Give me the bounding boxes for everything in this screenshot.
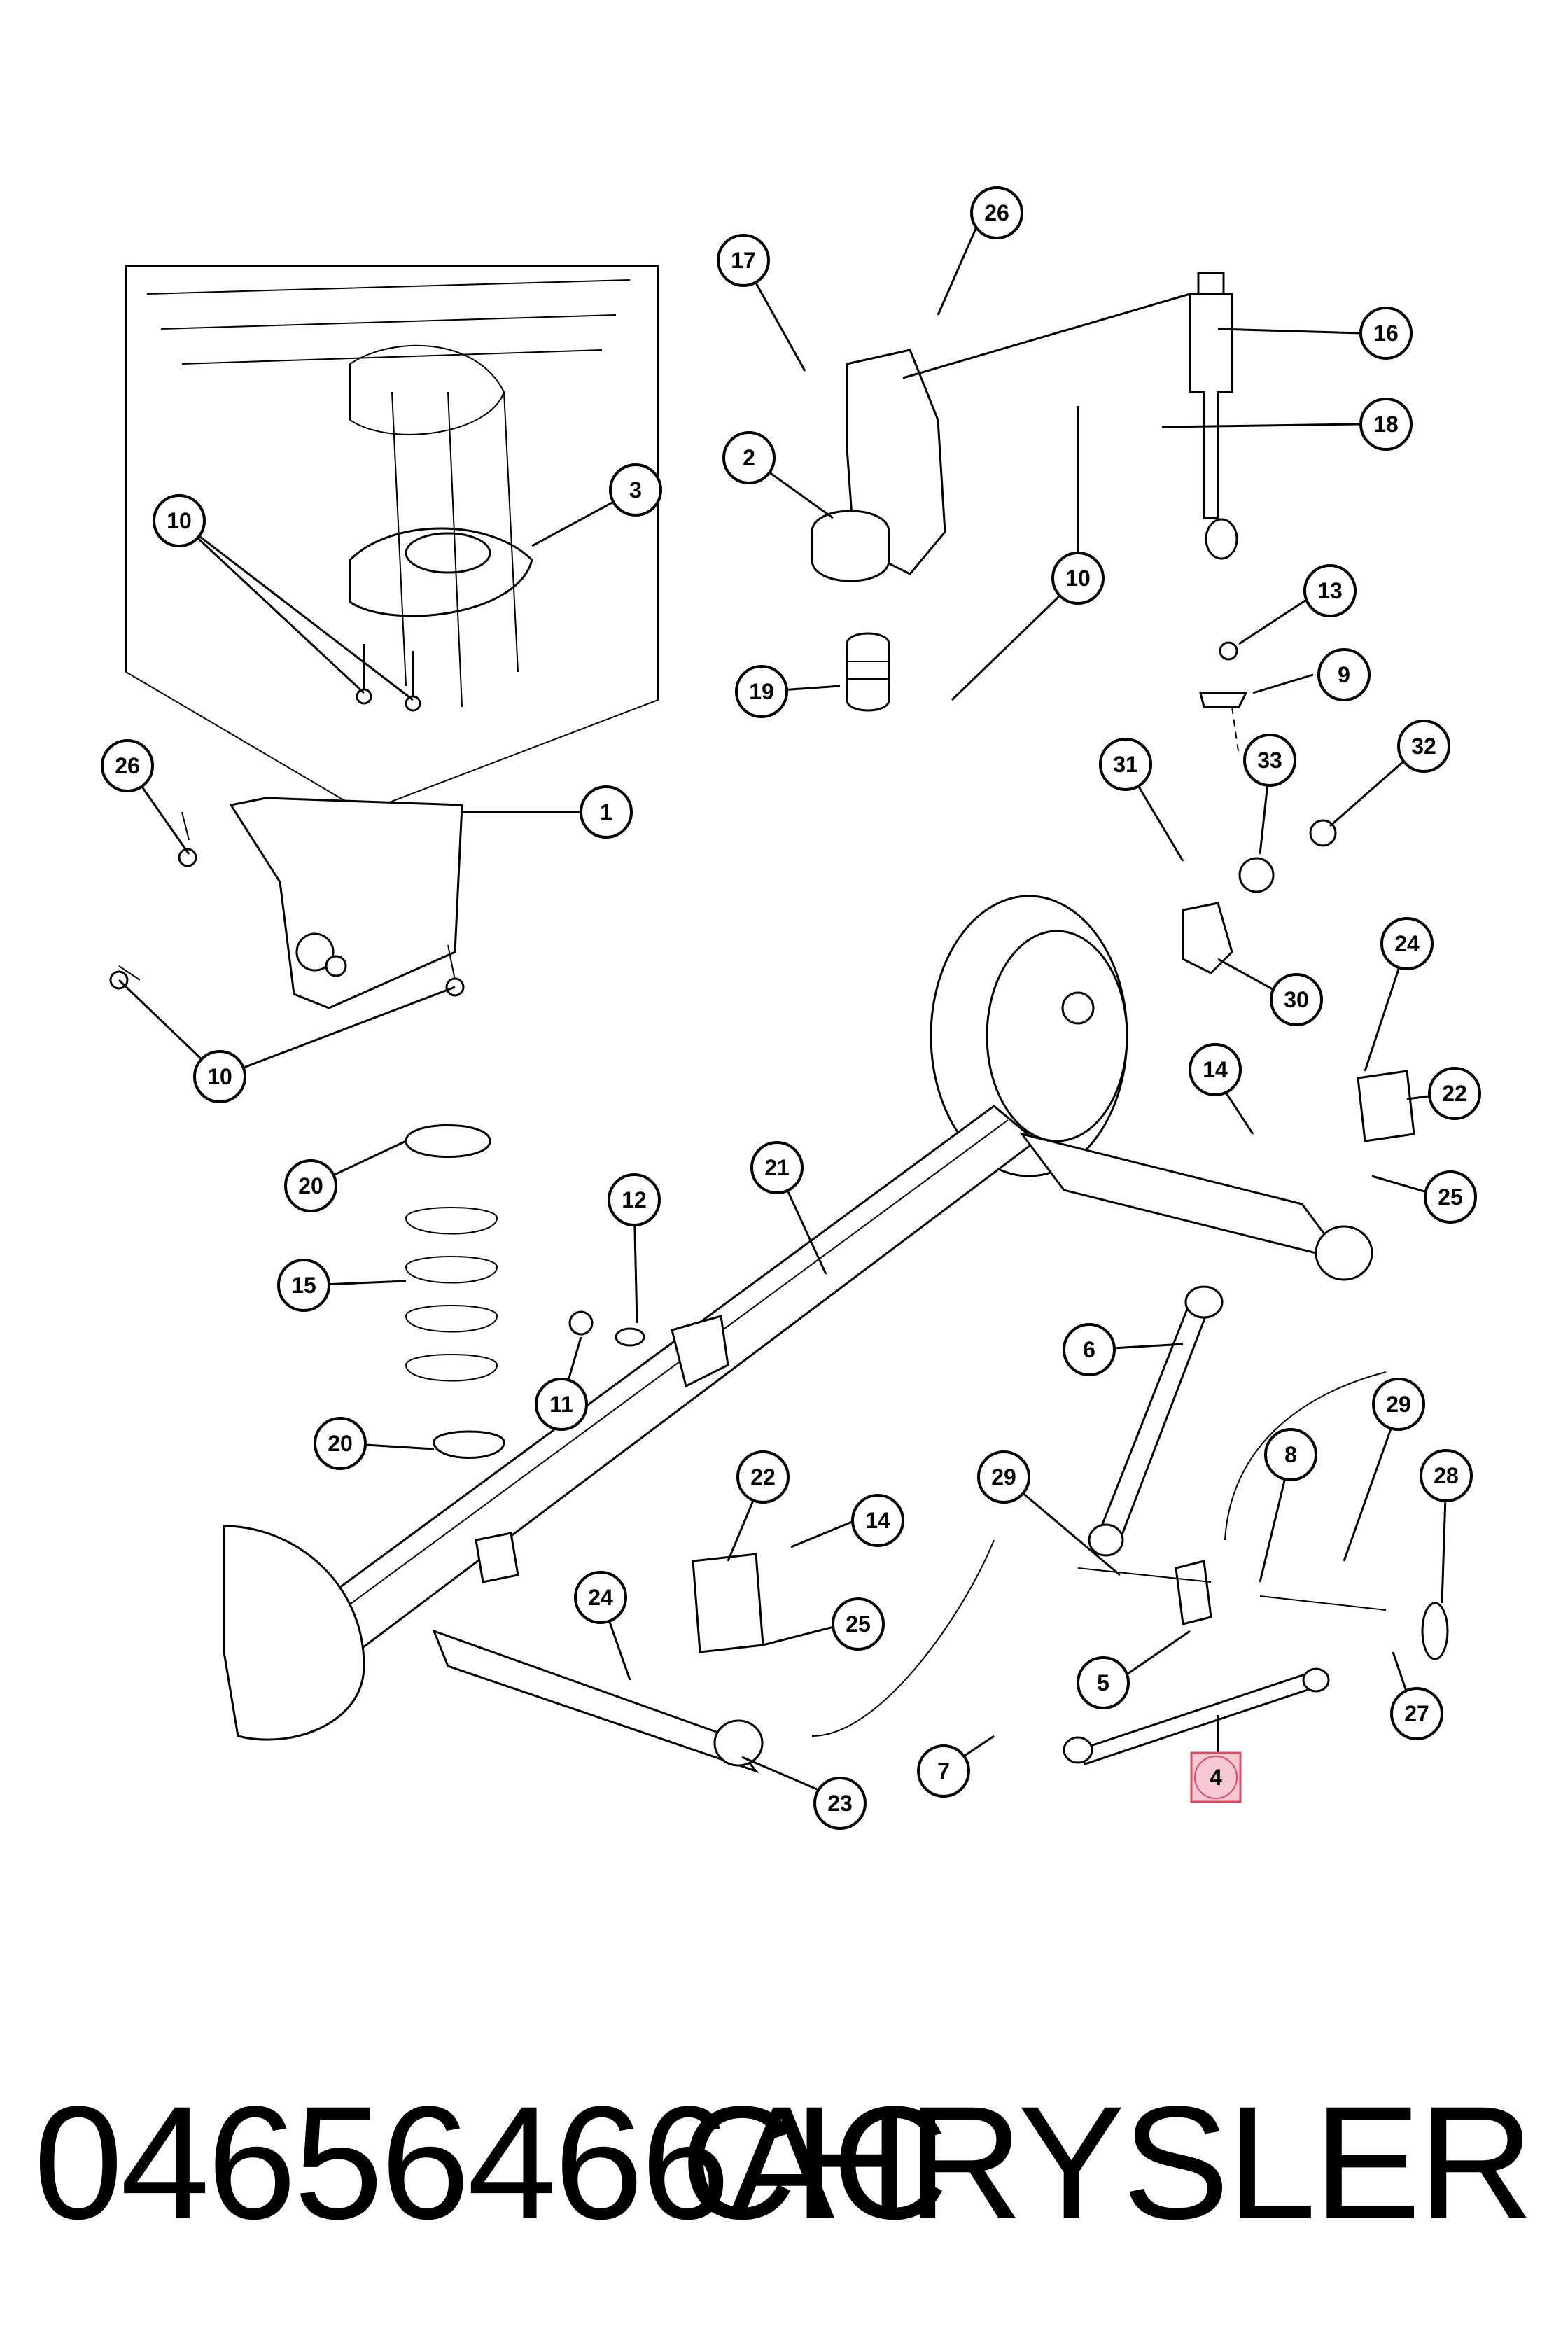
callout-29[interactable]: 29 [1372,1378,1425,1431]
svg-text:5: 5 [1097,1670,1110,1695]
svg-text:20: 20 [298,1173,323,1198]
svg-text:26: 26 [984,200,1009,225]
svg-text:24: 24 [1394,931,1420,956]
callout-2[interactable]: 2 [722,431,776,484]
svg-text:28: 28 [1434,1463,1459,1488]
callout-12[interactable]: 12 [608,1173,661,1226]
svg-text:20: 20 [328,1431,353,1456]
svg-text:4: 4 [1210,1765,1222,1790]
callout-13[interactable]: 13 [1303,564,1357,617]
svg-text:17: 17 [731,248,756,273]
callout-25[interactable]: 25 [832,1597,885,1651]
callout-26[interactable]: 26 [970,186,1023,239]
callout-24[interactable]: 24 [1380,917,1434,970]
callout-29[interactable]: 29 [977,1450,1030,1504]
callout-32[interactable]: 32 [1397,720,1450,773]
callout-31[interactable]: 31 [1099,738,1152,791]
svg-text:30: 30 [1284,987,1309,1012]
callout-24[interactable]: 24 [574,1571,627,1624]
callout-9[interactable]: 9 [1317,648,1371,701]
svg-text:10: 10 [167,508,192,533]
callout-23[interactable]: 23 [813,1777,867,1830]
coil-spring [405,1124,645,1459]
svg-text:32: 32 [1411,734,1436,759]
lateral-links [692,1070,1449,1765]
svg-text:31: 31 [1113,752,1138,777]
svg-text:7: 7 [937,1758,950,1784]
svg-text:13: 13 [1317,578,1343,603]
spindle-hub-parts [930,819,1337,1177]
callout-19[interactable]: 19 [735,665,788,718]
svg-text:24: 24 [588,1585,613,1610]
svg-text:23: 23 [827,1791,853,1816]
svg-text:29: 29 [991,1464,1016,1490]
callout-21[interactable]: 21 [750,1141,804,1194]
callout-22[interactable]: 22 [1428,1067,1481,1120]
svg-text:19: 19 [749,679,774,704]
body-floor-pan [125,265,659,1009]
callout-16[interactable]: 16 [1359,307,1413,360]
callout-26[interactable]: 26 [101,739,154,792]
svg-text:18: 18 [1373,412,1399,437]
svg-text:26: 26 [115,753,140,778]
svg-text:14: 14 [865,1508,890,1533]
svg-text:29: 29 [1386,1392,1411,1417]
svg-text:10: 10 [1065,566,1091,591]
brand-name: CHRYSLER [680,2073,1534,2253]
part-footer: 04656466AC CHRYSLER [0,2072,1568,2254]
svg-text:9: 9 [1338,662,1350,687]
svg-text:12: 12 [622,1187,647,1212]
svg-text:15: 15 [291,1273,316,1298]
callout-17[interactable]: 17 [717,234,770,287]
callout-4-highlighted[interactable]: 4 [1190,1751,1242,1803]
callout-3[interactable]: 3 [609,463,662,517]
svg-text:27: 27 [1404,1701,1429,1726]
svg-text:14: 14 [1203,1057,1228,1082]
svg-text:8: 8 [1284,1442,1297,1467]
part-number: 04656466AC [34,2073,948,2253]
callout-14[interactable]: 14 [851,1494,904,1547]
svg-text:6: 6 [1083,1337,1096,1362]
svg-text:21: 21 [764,1155,790,1180]
rear-suspension-exploded-diagram: 26 17 16 18 2 10 19 13 9 10 3 26 1 10 31… [101,186,1481,1830]
leader-lines [118,212,1451,1800]
callout-15[interactable]: 15 [277,1259,330,1312]
callout-5[interactable]: 5 [1077,1656,1130,1709]
callout-10[interactable]: 10 [193,1050,246,1103]
callout-20[interactable]: 20 [284,1159,337,1212]
svg-text:1: 1 [600,799,612,825]
svg-text:22: 22 [1442,1081,1467,1106]
svg-text:3: 3 [629,477,642,503]
svg-text:22: 22 [750,1464,776,1490]
svg-text:25: 25 [846,1611,871,1637]
callout-11[interactable]: 11 [535,1378,588,1431]
svg-text:11: 11 [550,1392,573,1417]
callout-33[interactable]: 33 [1243,734,1296,787]
callout-1[interactable]: 1 [580,785,633,839]
svg-text:16: 16 [1373,321,1399,346]
callout-18[interactable]: 18 [1359,398,1413,451]
svg-text:10: 10 [207,1064,232,1089]
callout-25[interactable]: 25 [1424,1170,1477,1224]
callout-7[interactable]: 7 [917,1744,970,1798]
svg-text:33: 33 [1257,748,1282,773]
callout-14[interactable]: 14 [1189,1043,1242,1096]
shock-absorber-assembly [811,272,1248,757]
callout-8[interactable]: 8 [1264,1428,1317,1481]
callout-6[interactable]: 6 [1063,1323,1116,1376]
callout-30[interactable]: 30 [1270,973,1323,1026]
svg-text:2: 2 [743,445,755,470]
callout-20[interactable]: 20 [314,1417,367,1470]
callout-27[interactable]: 27 [1390,1687,1443,1740]
callout-22[interactable]: 22 [736,1450,790,1504]
rear-axle-beam [223,1105,1373,1774]
callouts: 26 17 16 18 2 10 19 13 9 10 3 26 1 10 31… [101,186,1481,1830]
callout-10[interactable]: 10 [153,494,206,547]
callout-10[interactable]: 10 [1051,552,1105,605]
svg-text:25: 25 [1438,1184,1463,1210]
callout-28[interactable]: 28 [1420,1449,1473,1502]
